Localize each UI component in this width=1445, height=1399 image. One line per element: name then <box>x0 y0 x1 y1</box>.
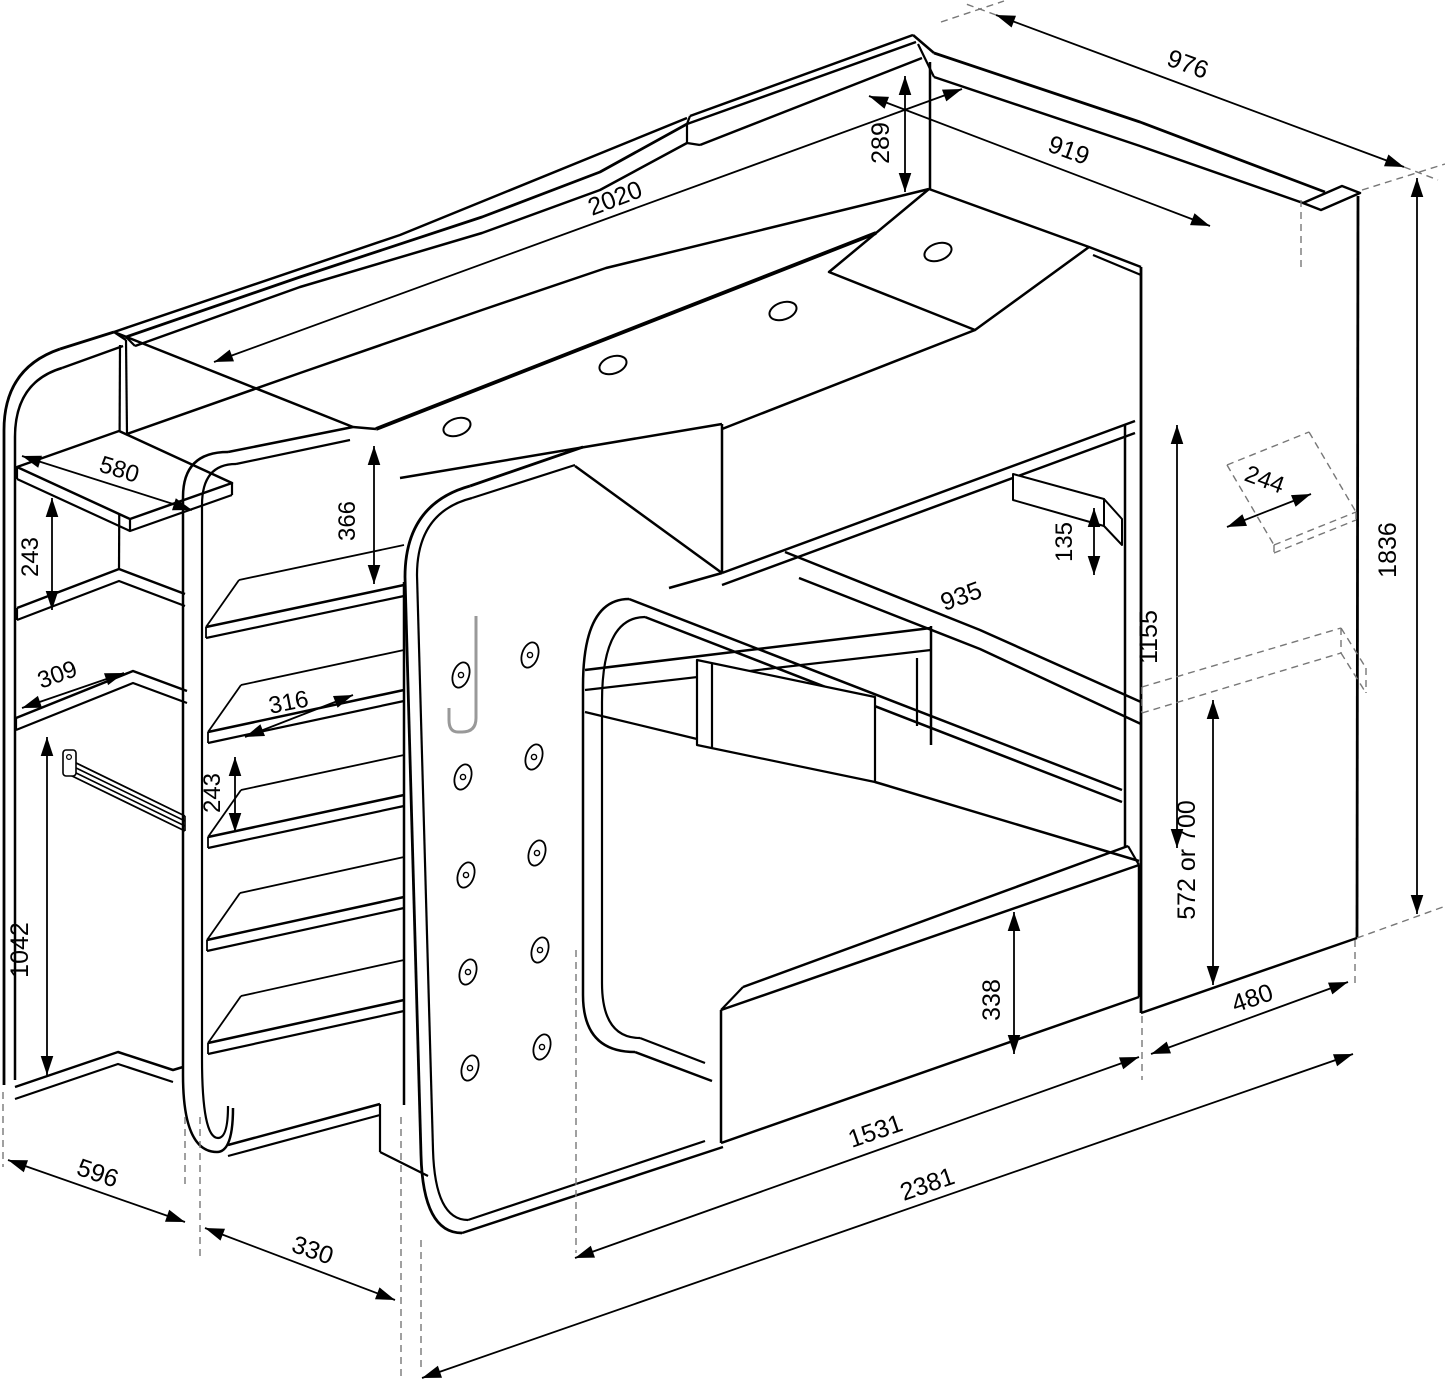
svg-text:289: 289 <box>867 122 895 164</box>
svg-text:243: 243 <box>199 773 226 813</box>
svg-text:366: 366 <box>334 501 361 541</box>
svg-text:135: 135 <box>1051 522 1078 562</box>
svg-text:1155: 1155 <box>1135 610 1163 664</box>
svg-text:1042: 1042 <box>6 922 34 978</box>
svg-text:243: 243 <box>17 537 44 577</box>
svg-text:1836: 1836 <box>1374 522 1402 578</box>
svg-text:572 or 700: 572 or 700 <box>1173 800 1201 920</box>
svg-text:338: 338 <box>978 979 1006 1021</box>
